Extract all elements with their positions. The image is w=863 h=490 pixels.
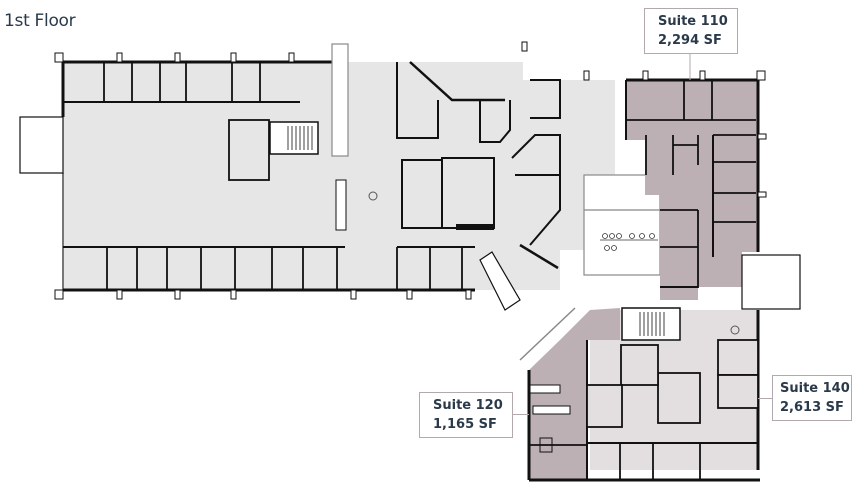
column-markers [54, 41, 767, 300]
suite-140-name: Suite 140 [780, 381, 850, 396]
suite-140-area [587, 307, 760, 480]
suite-120-name: Suite 120 [433, 398, 503, 413]
suite-120-area [519, 307, 760, 482]
suite-120-callout[interactable]: Suite 120 1,165 SF [419, 392, 513, 438]
suite-110-callout[interactable]: Suite 110 2,294 SF [644, 8, 738, 54]
suite-110-area-label: 2,294 SF [658, 33, 722, 48]
suite-120-leader-line [513, 414, 529, 415]
suite-120-area-label: 1,165 SF [433, 417, 497, 432]
suite-110-name: Suite 110 [658, 14, 728, 29]
suite-140-area-label: 2,613 SF [780, 400, 844, 415]
floor-title: 1st Floor [4, 11, 76, 31]
east-entrance [741, 254, 801, 310]
suite-140-leader-line [758, 398, 772, 399]
west-wing [19, 43, 615, 311]
suite-140-callout[interactable]: Suite 140 2,613 SF [772, 375, 852, 421]
